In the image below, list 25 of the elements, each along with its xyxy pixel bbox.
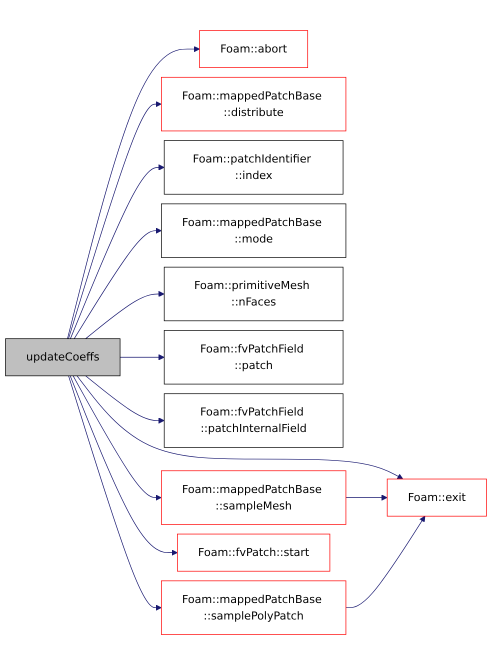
node-box: Foam::patchIdentifier ::index bbox=[164, 140, 344, 194]
arrow bbox=[85, 290, 164, 339]
arrow bbox=[68, 100, 162, 339]
node-box: Foam::mappedPatchBase ::samplePolyPatch bbox=[161, 580, 346, 634]
node-box: Foam::fvPatchField ::patch bbox=[164, 330, 344, 384]
arrow bbox=[76, 375, 404, 479]
arrow bbox=[68, 375, 162, 610]
arrow bbox=[85, 375, 164, 424]
arrow bbox=[74, 227, 162, 339]
node-box: Foam::mappedPatchBase ::sampleMesh bbox=[161, 470, 346, 524]
node-box: Foam::fvPatch::start bbox=[177, 533, 330, 572]
node-box: Foam::primitiveMesh ::nFaces bbox=[164, 266, 344, 321]
node-box: Foam::exit bbox=[386, 478, 487, 516]
arrow bbox=[70, 375, 178, 556]
arrow bbox=[67, 46, 200, 339]
node-box: Foam::mappedPatchBase ::distribute bbox=[161, 76, 346, 131]
node-box: Foam::abort bbox=[199, 30, 308, 68]
arrow bbox=[70, 164, 164, 339]
arrow bbox=[346, 494, 388, 500]
node-box: Foam::fvPatchField ::patchInternalField bbox=[164, 392, 344, 448]
node-box: updateCoeffs bbox=[5, 338, 120, 376]
arrow bbox=[120, 354, 164, 360]
node-box: Foam::mappedPatchBase ::mode bbox=[161, 203, 346, 258]
arrow bbox=[72, 375, 162, 500]
arrow bbox=[346, 515, 426, 608]
